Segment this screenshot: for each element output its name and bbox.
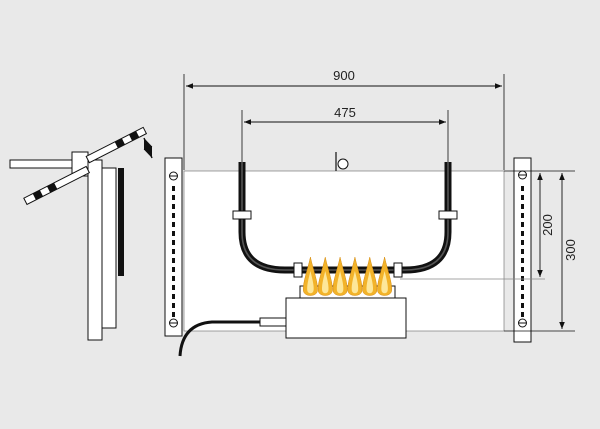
rail-slot	[172, 285, 175, 290]
rail-slot	[172, 195, 175, 200]
rail-slot	[521, 258, 524, 263]
dim-475-label: 475	[334, 105, 356, 120]
dim-900-label: 900	[333, 68, 355, 83]
side-post-inner	[101, 167, 117, 329]
rail-slot	[521, 312, 524, 317]
side-arm-upper	[85, 126, 148, 164]
side-pipe	[118, 168, 124, 276]
flame	[362, 256, 378, 296]
rail-slot	[172, 231, 175, 236]
rail-slot	[172, 186, 175, 191]
dimension-lines: 900 475 300 200	[183, 68, 578, 332]
rail-slot	[521, 276, 524, 281]
rail-slot	[521, 195, 524, 200]
rail-slot	[172, 240, 175, 245]
flame	[303, 256, 318, 296]
rail-slot	[172, 204, 175, 209]
pipe-clip-burner-right	[393, 262, 403, 278]
rail-slot	[521, 294, 524, 299]
rail-slot	[172, 303, 175, 308]
flame	[377, 256, 392, 296]
rail-slot	[172, 294, 175, 299]
flame	[332, 256, 348, 296]
rotation-arrow	[143, 137, 153, 159]
rail-slot	[521, 249, 524, 254]
rail-slot	[172, 258, 175, 263]
pipe-clip-left	[232, 210, 252, 220]
rail-slot	[172, 276, 175, 281]
rail-slot	[521, 213, 524, 218]
rail-slot	[521, 240, 524, 245]
rail-slot	[172, 213, 175, 218]
rail-slot	[172, 222, 175, 227]
hanging-hook	[335, 152, 349, 171]
pipe-clip-right	[438, 210, 458, 220]
pipe-clip-burner-left	[293, 262, 303, 278]
rail-slot	[521, 186, 524, 191]
rail-slot	[521, 303, 524, 308]
flame	[317, 256, 333, 296]
rail-slot	[521, 204, 524, 209]
front-view	[164, 152, 545, 357]
dim-200-label: 200	[540, 214, 555, 236]
dim-300-label: 300	[563, 239, 578, 261]
rail-slot	[521, 285, 524, 290]
flames	[303, 256, 392, 296]
burner-box	[285, 297, 407, 339]
rail-slot	[172, 267, 175, 272]
feed-connector	[259, 317, 287, 327]
rail-slot	[521, 267, 524, 272]
left-rail	[164, 157, 183, 337]
rail-slot	[521, 231, 524, 236]
right-rail	[513, 157, 532, 343]
rail-slot	[172, 312, 175, 317]
side-view	[9, 126, 153, 341]
rail-slot	[172, 249, 175, 254]
feed-cable	[178, 320, 260, 357]
side-post	[87, 159, 103, 341]
flame	[347, 256, 363, 296]
rail-slot	[521, 222, 524, 227]
side-arm-lower	[23, 165, 91, 206]
